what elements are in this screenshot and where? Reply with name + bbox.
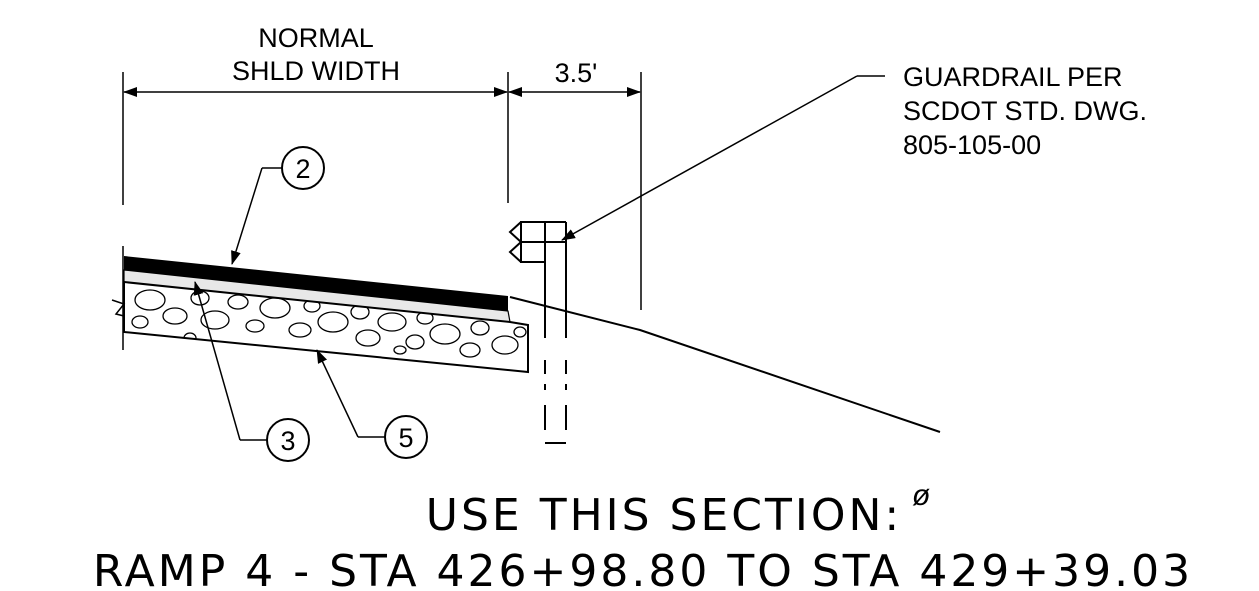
aggregate-base [123, 280, 529, 374]
guardrail-post [508, 221, 567, 444]
callout-5: 5 [316, 349, 428, 459]
surface-course [124, 256, 508, 311]
guardrail-note-line2: SCDOT STD. DWG. [903, 96, 1147, 126]
callout-2-number: 2 [295, 154, 310, 184]
section-title-symbol: ø [912, 479, 930, 512]
ground-line [509, 296, 941, 433]
aggregate-stones [131, 287, 527, 358]
callout-5-number: 5 [398, 423, 413, 453]
normal-width-label-line2: SHLD WIDTH [232, 56, 400, 86]
section-title-line2: RAMP 4 - STA 426+98.80 TO STA 429+39.03 [93, 546, 1193, 591]
normal-width-label-line1: NORMAL [258, 23, 374, 53]
pavement-section [111, 256, 529, 374]
offset-dimension-label: 3.5' [555, 58, 598, 88]
callout-3: 3 [193, 281, 310, 462]
guardrail-note-line3: 805-105-00 [903, 130, 1041, 160]
callout-2: 2 [231, 146, 325, 265]
callout-3-number: 3 [280, 426, 295, 456]
guardrail-leader [561, 75, 885, 241]
section-title-line1: USE THIS SECTION: [426, 490, 902, 541]
guardrail-note-line1: GUARDRAIL PER [903, 62, 1123, 92]
